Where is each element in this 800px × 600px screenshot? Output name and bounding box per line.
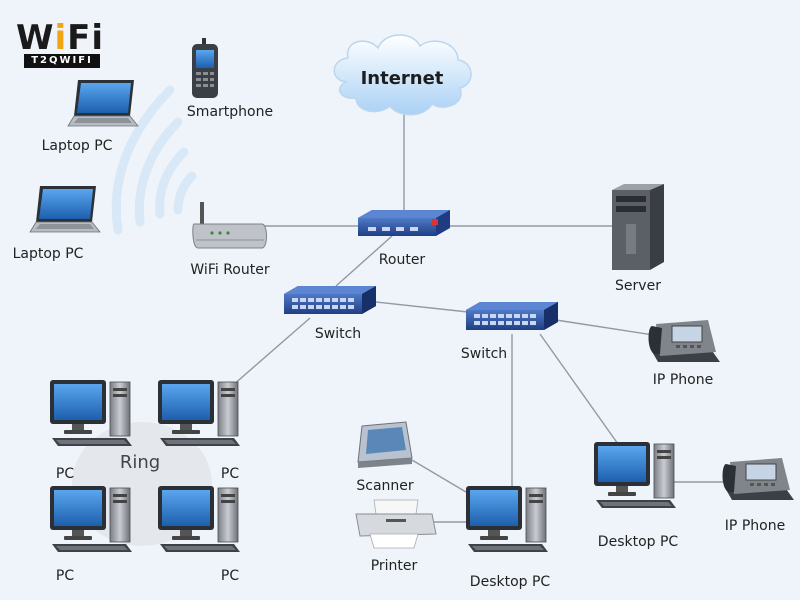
printer-icon xyxy=(355,499,437,549)
ring-label: Ring xyxy=(119,452,161,473)
switch-left-label: Switch xyxy=(314,326,362,342)
switch-left-icon xyxy=(284,286,376,314)
smartphone-label: Smartphone xyxy=(186,104,274,120)
scanner-label: Scanner xyxy=(356,478,414,494)
pc-bottom-right-icon xyxy=(157,485,241,553)
link-switch-left-switch-right xyxy=(375,301,469,313)
link-router-switch-left xyxy=(335,235,393,287)
link-switch-right-desktop-right xyxy=(539,333,619,445)
internet-label: Internet xyxy=(360,68,444,89)
brand-logo: WiFi xyxy=(16,18,105,58)
link-switch-right-ipphone xyxy=(555,319,661,337)
ip-phone-bottom-label: IP Phone xyxy=(724,518,786,534)
smartphone-icon xyxy=(192,38,218,98)
pc-top-right-label: PC xyxy=(220,466,240,482)
switch-right-label: Switch xyxy=(460,346,508,362)
router-icon xyxy=(358,210,450,236)
wifi-router-label: WiFi Router xyxy=(190,262,270,278)
brand-logo-subtitle: T2QWIFI xyxy=(24,54,100,68)
ip-phone-top-label: IP Phone xyxy=(652,372,714,388)
server-icon xyxy=(612,184,664,270)
pc-top-left-icon xyxy=(49,379,133,447)
switch-right-icon xyxy=(466,302,558,330)
laptop-top-icon xyxy=(67,79,139,127)
desktop-center-icon xyxy=(465,485,549,553)
connection-links xyxy=(231,104,728,523)
internet-cloud-icon xyxy=(333,34,472,116)
scanner-icon xyxy=(357,421,413,468)
printer-label: Printer xyxy=(370,558,418,574)
desktop-center-label: Desktop PC xyxy=(469,574,551,590)
laptop-bottom-icon xyxy=(29,185,101,233)
link-scanner-desktop xyxy=(411,459,467,493)
wifi-waves-icon xyxy=(111,85,197,235)
pc-bottom-left-label: PC xyxy=(55,568,75,584)
pc-bottom-left-icon xyxy=(49,485,133,553)
desktop-right-icon xyxy=(593,441,677,509)
ip-phone-top-icon xyxy=(648,319,721,363)
server-label: Server xyxy=(615,278,661,294)
desktop-right-label: Desktop PC xyxy=(597,534,679,550)
ip-phone-bottom-icon xyxy=(722,457,795,501)
pc-bottom-right-label: PC xyxy=(220,568,240,584)
laptop-top-label: Laptop PC xyxy=(41,138,113,154)
router-label: Router xyxy=(378,252,426,268)
link-switch-left-ring xyxy=(231,317,311,387)
wifi-router-icon xyxy=(192,202,267,249)
laptop-bottom-label: Laptop PC xyxy=(12,246,84,262)
pc-top-left-label: PC xyxy=(55,466,75,482)
